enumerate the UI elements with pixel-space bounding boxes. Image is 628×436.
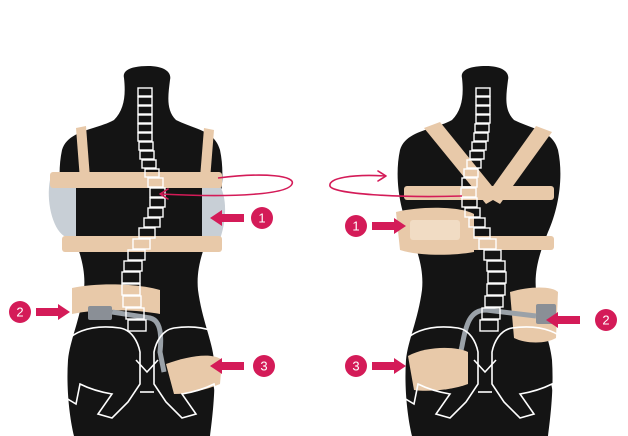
front-marker-3-label: 3 bbox=[260, 359, 267, 374]
front-upper-band bbox=[50, 172, 222, 188]
back-pad-highlight bbox=[410, 220, 460, 240]
back-marker-3-label: 3 bbox=[352, 359, 359, 374]
back-marker-3: 3 bbox=[345, 355, 406, 377]
front-marker-1-label: 1 bbox=[258, 211, 265, 226]
back-marker-2-label: 2 bbox=[602, 313, 609, 328]
front-marker-2: 2 bbox=[9, 301, 70, 323]
back-view: 1 2 3 bbox=[330, 66, 617, 436]
back-hip-pad bbox=[408, 348, 468, 391]
back-marker-1-label: 1 bbox=[352, 219, 359, 234]
back-upper-band bbox=[404, 186, 554, 200]
front-view: 1 2 3 bbox=[9, 66, 292, 436]
front-marker-2-label: 2 bbox=[16, 305, 23, 320]
front-left-pad bbox=[49, 180, 76, 236]
front-belt-clip bbox=[88, 306, 112, 320]
front-pelvic-belt bbox=[72, 284, 160, 314]
